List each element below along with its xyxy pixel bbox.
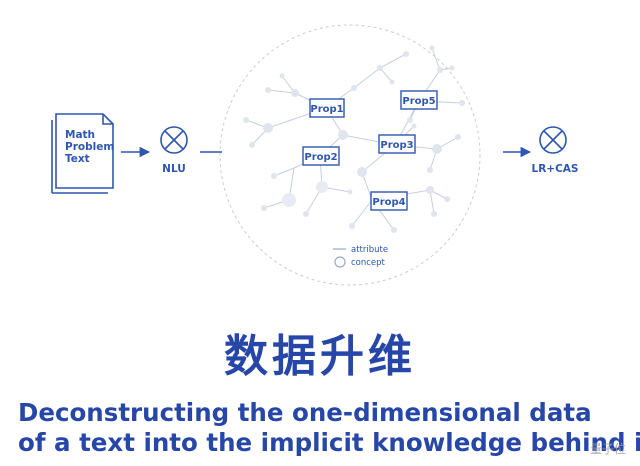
concept-node [338,130,348,140]
concept-node [357,167,367,177]
watermark: 量子位 [590,442,626,456]
concept-node [455,134,461,140]
concept-node [377,65,383,71]
knowledge-graph-nodes [243,45,465,233]
document-icon: Math Problem Text [51,113,114,194]
concept-node [291,89,299,97]
subtitle-line-1: Deconstructing the one-dimensional data [18,398,592,427]
concept-node [459,100,465,106]
prop3-box: Prop3 [378,134,416,154]
doc-line-1: Math [65,129,95,141]
concept-node [403,51,409,57]
concept-node [449,65,455,71]
concept-node [437,67,443,73]
concept-node [389,79,395,85]
concept-node [391,227,397,233]
chinese-title: 数据升维 [224,331,416,382]
concept-node [411,123,417,129]
concept-node [261,205,267,211]
english-subtitle: Deconstructing the one-dimensional data … [18,398,640,458]
concept-node [263,123,273,133]
concept-node [243,117,249,123]
nlu-cross-icon [160,126,188,154]
concept-node [431,211,437,217]
prop2-label: Prop2 [304,152,337,163]
nlu-label: NLU [162,163,186,175]
concept-node [347,189,353,195]
concept-node [271,173,277,179]
concept-node [426,186,434,194]
watermark-text: 量子位 [589,442,626,456]
subtitle-line-2: of a text into the implicit knowledge be… [18,428,640,457]
concept-node [279,73,285,79]
prop2-box: Prop2 [302,146,340,166]
concept-node [265,87,271,93]
legend-concept-label: concept [351,258,386,268]
concept-node [316,181,328,193]
knowledge-diagram: Math Problem Text NLU LR+CAS [51,24,579,286]
prop5-box: Prop5 [400,90,438,110]
prop3-label: Prop3 [380,140,413,151]
concept-node [407,117,413,123]
concept-node [249,142,255,148]
prop4-box: Prop4 [370,191,408,211]
output-cross-icon [539,126,567,154]
legend: attribute concept [333,245,388,268]
concept-legend-icon [334,256,346,268]
concept-node [444,196,450,202]
prop5-label: Prop5 [402,96,435,107]
concept-node [432,144,442,154]
concept-node [349,223,355,229]
legend-attribute-label: attribute [351,245,388,255]
prop1-box: Prop1 [309,98,345,118]
prop1-label: Prop1 [310,104,343,115]
doc-line-3: Text [65,153,90,165]
doc-line-2: Problem [65,141,114,153]
knowledge-cloud-boundary [219,24,481,286]
concept-node [429,45,435,51]
concept-node [427,167,433,173]
knowledge-graph-edges [245,47,463,231]
prop4-label: Prop4 [372,197,405,208]
concept-node [303,211,309,217]
concept-node [282,193,296,207]
concept-node [351,85,357,91]
output-label: LR+CAS [532,163,579,175]
